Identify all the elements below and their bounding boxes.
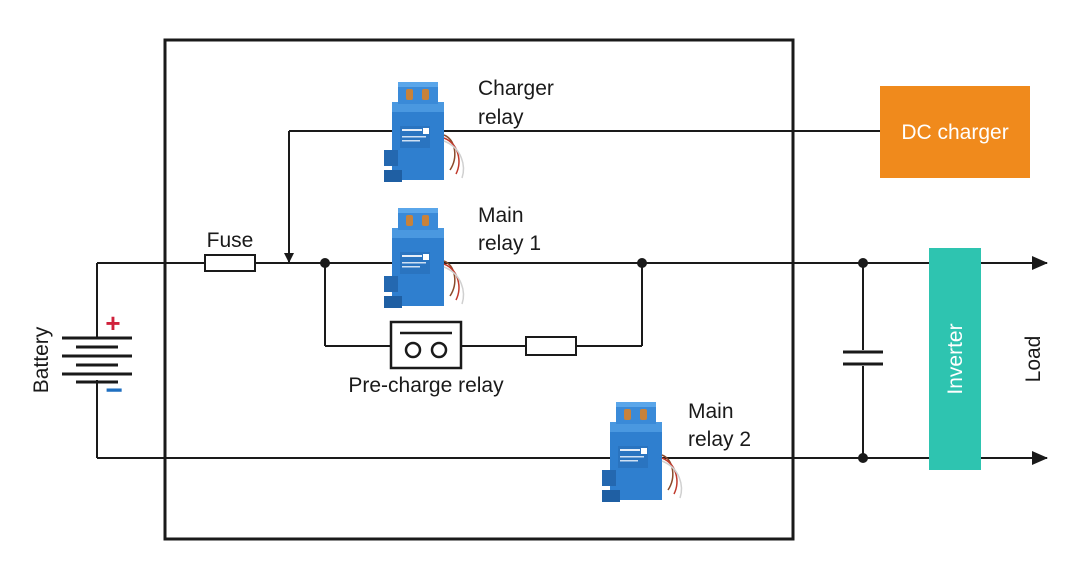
dc-charger-label: DC charger (901, 121, 1008, 144)
inverter-label: Inverter (944, 323, 967, 394)
pre-charge-relay-label: Pre-charge relay (348, 374, 504, 397)
charger-relay-label-line1: Charger (478, 77, 554, 100)
inverter-box (929, 248, 981, 470)
battery-minus-sign: − (105, 374, 123, 407)
enclosure-box (163, 38, 795, 541)
main-relay-1-icon (383, 207, 465, 309)
capacitor-icon (843, 350, 883, 366)
junction-node (637, 258, 647, 268)
resistor-icon (525, 336, 577, 356)
pre-charge-relay-icon (389, 320, 463, 370)
main-relay-2-label-line1: Main (688, 400, 734, 423)
charger-relay-label-line2: relay (478, 106, 524, 129)
battery-icon (62, 336, 132, 384)
fuse-label: Fuse (207, 229, 254, 252)
battery-plus-sign: + (105, 308, 120, 338)
battery-label: Battery (30, 326, 53, 393)
main-relay-2-icon (601, 401, 683, 503)
main-relay-1-label-line1: Main (478, 204, 524, 227)
junction-node (858, 453, 868, 463)
dc-charger-box (880, 86, 1030, 178)
main-relay-1-label-line2: relay 1 (478, 232, 541, 255)
junction-node (858, 258, 868, 268)
load-label: Load (1022, 336, 1045, 383)
junction-node (320, 258, 330, 268)
fuse-icon (204, 254, 256, 272)
main-relay-2-label-line2: relay 2 (688, 428, 751, 451)
